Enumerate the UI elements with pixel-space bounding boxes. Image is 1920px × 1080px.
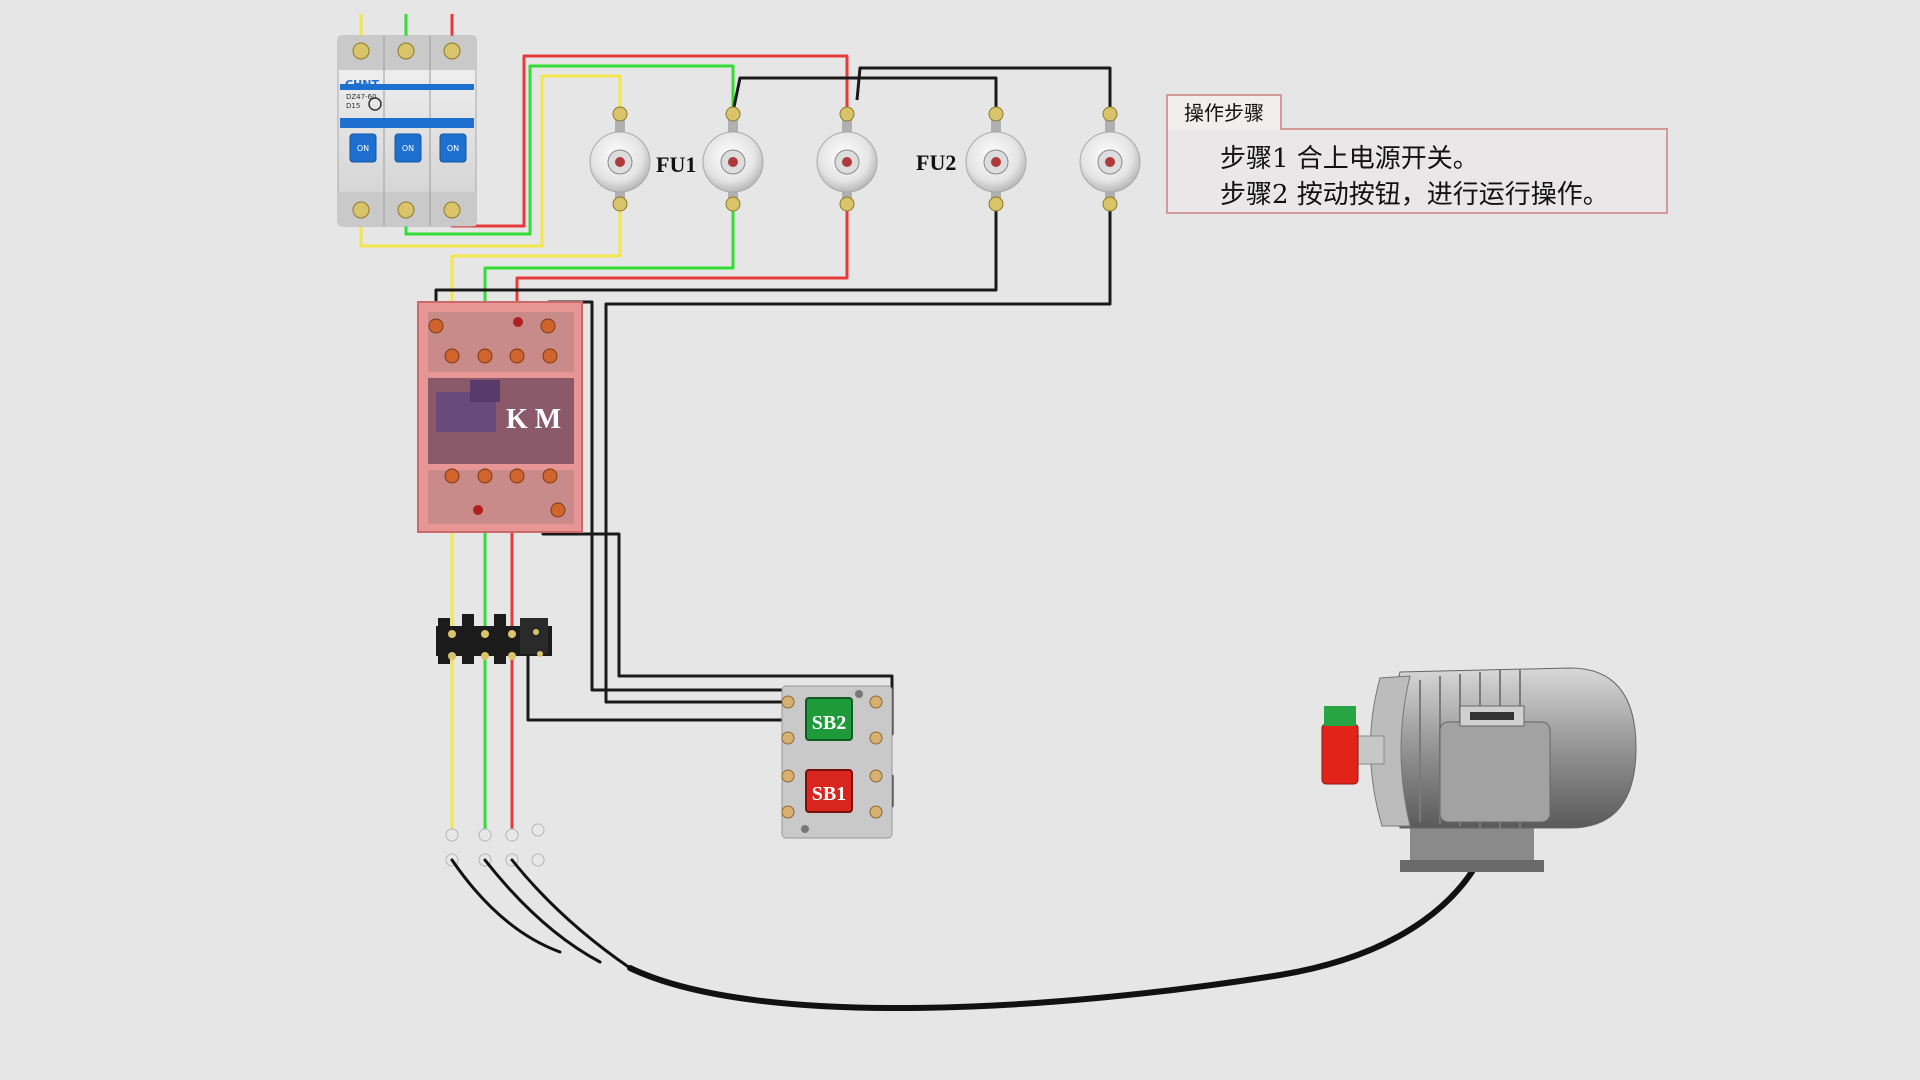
sb2-label: SB2 [812,712,846,734]
fu1-label: FU1 [656,152,696,177]
wire-l3-to-fu2a [450,54,849,228]
breaker-brand: CHNT [345,78,379,91]
fuse-fu2-c[interactable] [1079,106,1141,212]
contactor-km[interactable]: K M [417,301,583,533]
sb2-start-button[interactable]: SB2 [805,697,853,741]
motor-cable [450,827,1495,1012]
fuse-fu1-b[interactable] [702,106,764,212]
push-button-station: SB2 SB1 [781,685,893,839]
fuse-fu2-b[interactable] [965,106,1027,212]
fuse-fu1-a[interactable] [589,106,651,212]
sb1-label: SB1 [812,783,846,805]
fuse-fu2-a[interactable] [816,106,878,212]
breaker-on-label-2: ON [402,144,414,153]
breaker-model: DZ47-60 [346,93,377,101]
breaker-rating: D15 [346,102,360,110]
km-label: K M [506,404,561,435]
overload-relay[interactable] [436,614,552,664]
step-1-text: 步骤1 合上电源开关。 [1220,144,1479,174]
wire-l2-to-fu1b [404,64,735,236]
sb1-stop-button[interactable]: SB1 [805,769,853,813]
wire-l1-to-fu1a [359,74,622,248]
steps-panel-title: 操作步骤 [1166,94,1282,130]
fuse-group-fu2: FU2 [816,106,1141,212]
motor[interactable] [1321,667,1637,872]
fuse-group-fu1: FU1 [589,106,764,212]
breaker-on-label-3: ON [447,144,459,153]
motor-terminal-block[interactable] [445,823,545,867]
step-2-text: 步骤2 按动按钮，进行运行操作。 [1220,180,1609,210]
circuit-breaker[interactable]: CHNT DZ47-60 D15 ON ON ON [337,35,477,227]
steps-panel [1166,128,1668,214]
breaker-on-label-1: ON [357,144,369,153]
fu2-label: FU2 [916,150,956,175]
